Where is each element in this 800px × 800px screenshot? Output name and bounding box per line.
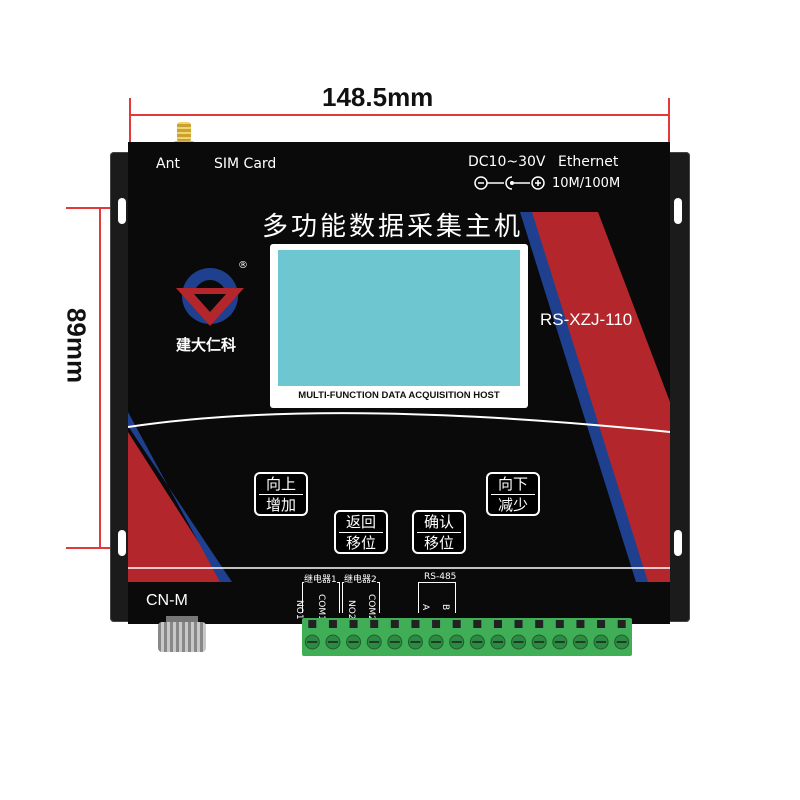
rs485-label: RS-485: [424, 572, 457, 582]
lcd-caption: MULTI-FUNCTION DATA ACQUISITION HOST: [298, 390, 500, 401]
brand-registered-mark: ®: [238, 260, 248, 271]
width-dimension-label: 148.5mm: [322, 82, 434, 112]
terminal-screw-icon: [304, 620, 320, 650]
up-button-label: 向上: [265, 474, 296, 493]
device-body: Ant SIM Card DC10~30V Ethernet 10M/100M …: [128, 142, 670, 624]
up-increase-button[interactable]: 向上 增加: [254, 472, 308, 516]
terminal-screw-icon: [325, 620, 341, 650]
confirm-shift-label: 移位: [423, 533, 454, 552]
rs485-b-label: B: [440, 604, 450, 611]
relay2-label: 继电器2: [344, 572, 377, 585]
lcd-frame: MULTI-FUNCTION DATA ACQUISITION HOST: [270, 244, 528, 408]
terminal-screw-icon: [407, 620, 423, 650]
width-dimension-tick-right: [668, 98, 670, 142]
terminal-screw-icon: [366, 620, 382, 650]
rs485-a-label: A: [420, 604, 430, 611]
width-dimension-tick-left: [129, 98, 131, 142]
terminal-screw-icon: [552, 620, 568, 650]
terminal-screw-icon: [469, 620, 485, 650]
decrease-button-label: 减少: [497, 495, 528, 514]
terminal-screw-icon: [490, 620, 506, 650]
height-dimension-line: [99, 208, 101, 548]
back-shift-label: 移位: [345, 533, 376, 552]
terminal-screw-icon: [449, 620, 465, 650]
com2-label: COM2: [366, 594, 376, 621]
terminal-screw-icon: [572, 620, 588, 650]
model-number: RS-XZJ-110: [540, 310, 633, 329]
height-dimension-tick-bottom: [66, 547, 128, 549]
device-decor: [128, 212, 670, 582]
com1-label: COM1: [316, 594, 326, 621]
down-button-label: 向下: [497, 474, 528, 493]
confirm-shift-button[interactable]: 确认 移位: [412, 510, 466, 554]
no1-label: NO1: [294, 600, 304, 620]
terminal-screw-icon: [511, 620, 527, 650]
ant-label: Ant: [156, 156, 180, 172]
down-decrease-button[interactable]: 向下 减少: [486, 472, 540, 516]
cn-m-connector-icon: [156, 616, 208, 654]
power-label: DC10~30V: [468, 154, 546, 170]
polarity-icon: [474, 175, 546, 191]
relay1-label: 继电器1: [304, 572, 337, 585]
height-dimension-tick-top: [66, 207, 128, 209]
terminal-screws: [304, 620, 630, 650]
lcd-screen: [278, 250, 520, 386]
terminal-screw-icon: [387, 620, 403, 650]
terminal-screw-icon: [428, 620, 444, 650]
brand-logo-icon: [170, 260, 250, 330]
terminal-screw-icon: [593, 620, 609, 650]
terminal-block: [302, 618, 632, 656]
confirm-button-label: 确认: [423, 512, 454, 531]
ethernet-speed-label: 10M/100M: [552, 176, 621, 191]
connector-label: CN-M: [146, 592, 188, 609]
back-button-label: 返回: [345, 512, 376, 531]
ethernet-label: Ethernet: [558, 154, 619, 170]
rs485-bracket: [418, 582, 456, 613]
terminal-screw-icon: [531, 620, 547, 650]
terminal-screw-icon: [614, 620, 630, 650]
increase-button-label: 增加: [265, 495, 296, 514]
back-shift-button[interactable]: 返回 移位: [334, 510, 388, 554]
width-dimension-line: [130, 114, 670, 116]
sim-card-label: SIM Card: [214, 156, 277, 172]
height-dimension-label: 89mm: [61, 307, 92, 384]
terminal-screw-icon: [346, 620, 362, 650]
brand-name: 建大仁科: [176, 336, 237, 354]
device-title-cn: 多功能数据采集主机: [262, 212, 524, 242]
right-mounting-bracket: [666, 152, 690, 622]
no2-label: NO2: [346, 600, 356, 620]
